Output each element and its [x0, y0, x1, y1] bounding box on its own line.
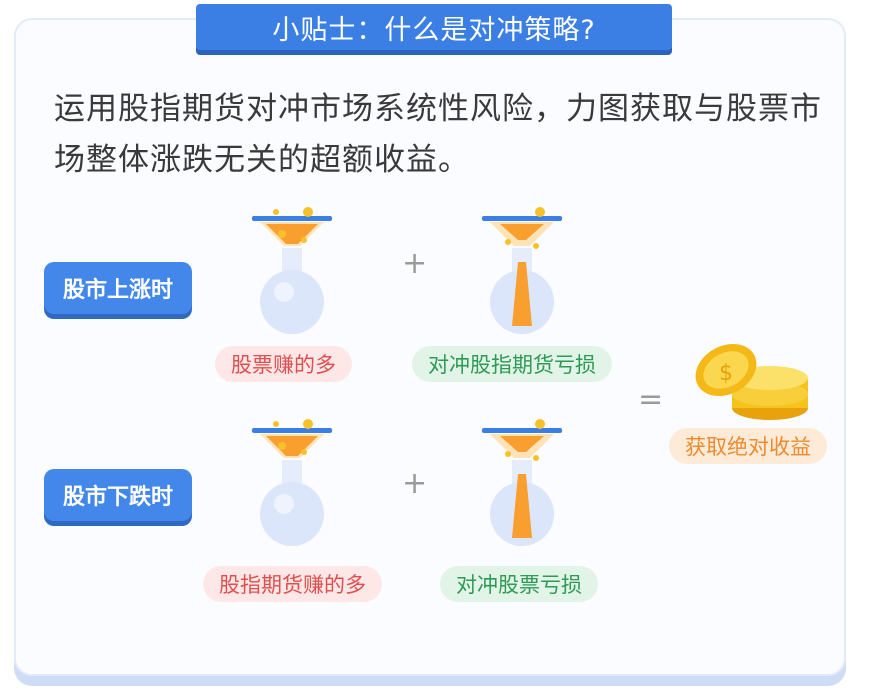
result-pill: 获取绝对收益 [669, 428, 827, 464]
funnel-flask-full-icon [252, 207, 332, 334]
equals-sign: = [638, 382, 664, 417]
row-label-market-up: 股市上涨时 [44, 262, 192, 314]
intro-text: 运用股指期货对冲市场系统性风险，力图获取与股票市场整体涨跌无关的超额收益。 [54, 91, 822, 178]
row-label-market-down: 股市下跌时 [44, 469, 192, 521]
gain-pill: 股票赚的多 [215, 346, 352, 382]
gain-pill: 股指期货赚的多 [203, 566, 382, 602]
page-title: 小贴士：什么是对冲策略? [196, 4, 672, 50]
svg-text:$: $ [719, 361, 733, 386]
plus-sign: + [402, 246, 428, 281]
funnel-flask-full-icon [252, 419, 332, 546]
loss-pill: 对冲股指期货亏损 [412, 346, 612, 382]
plus-sign: + [402, 466, 428, 501]
funnel-flask-draining-icon [482, 419, 562, 546]
funnel-flask-draining-icon [482, 207, 562, 334]
gold-coins-icon: $ [695, 344, 808, 420]
loss-pill: 对冲股票亏损 [440, 566, 598, 602]
